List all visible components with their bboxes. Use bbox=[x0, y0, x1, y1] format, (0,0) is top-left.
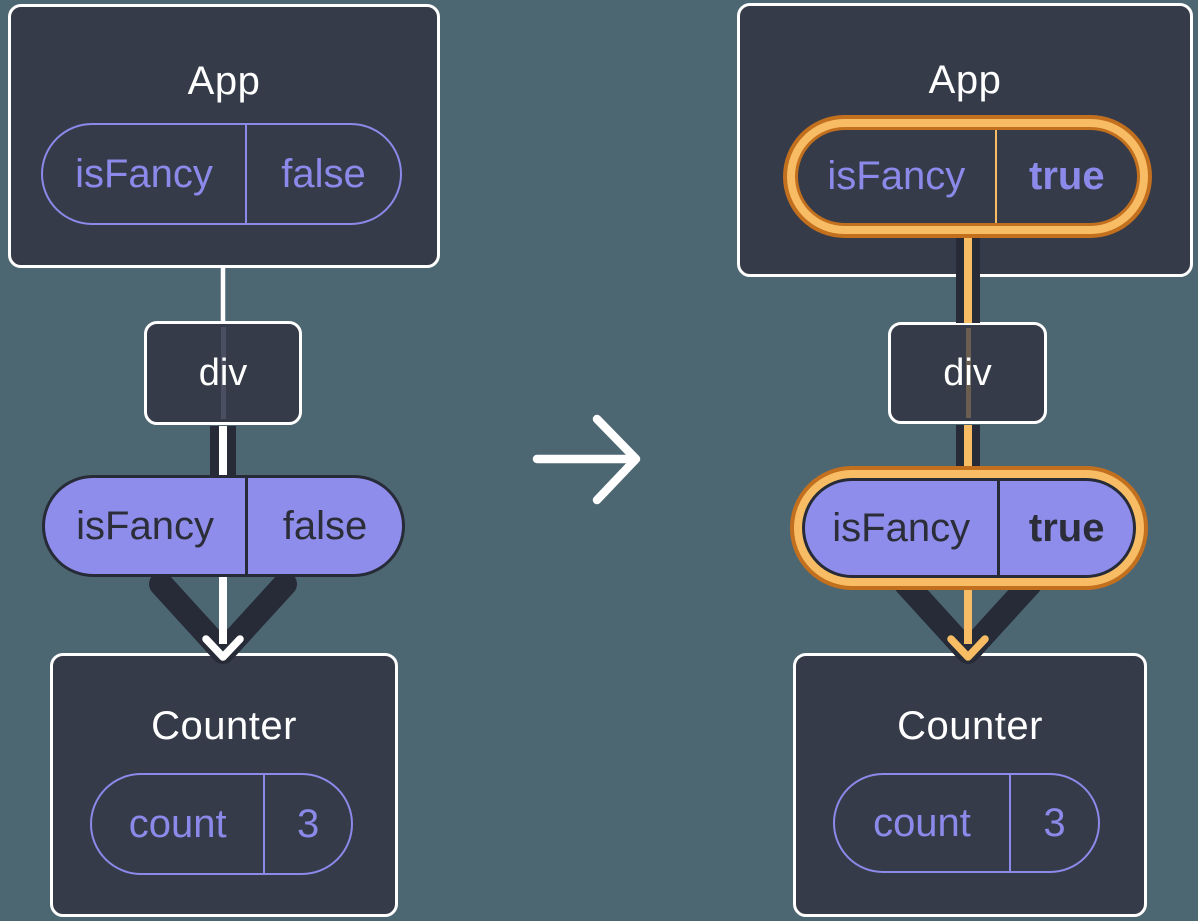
down-arrow-icon bbox=[894, 572, 1042, 664]
state-pill-counter-left: count 3 bbox=[90, 773, 353, 875]
prop-value: false bbox=[245, 478, 402, 574]
prop-pill-app-left: isFancy false bbox=[41, 123, 402, 225]
prop-name: isFancy bbox=[76, 503, 214, 548]
prop-pill-passed-right-highlight-ring: isFancy true bbox=[790, 466, 1148, 590]
prop-name: isFancy bbox=[827, 154, 966, 198]
state-name: count bbox=[128, 801, 227, 846]
sparkle-icon bbox=[1140, 446, 1172, 478]
prop-pill-passed-left: isFancy false bbox=[42, 475, 405, 577]
prop-name: isFancy bbox=[832, 505, 971, 550]
component-title: App bbox=[187, 59, 261, 103]
prop-pill-app-right-highlight-ring: isFancy true bbox=[783, 115, 1152, 238]
div-node-label: div bbox=[943, 351, 992, 394]
div-node-card-right: div bbox=[888, 322, 1047, 424]
div-node-label: div bbox=[198, 351, 248, 394]
edge-through-node-stripe bbox=[221, 327, 226, 419]
sparkle-icon bbox=[1163, 484, 1183, 504]
right-arrow-icon bbox=[532, 414, 641, 505]
component-title: Counter bbox=[151, 704, 297, 748]
state-name: count bbox=[873, 800, 971, 845]
edge-through-node-stripe bbox=[965, 328, 971, 418]
prop-value: true bbox=[994, 130, 1137, 223]
state-pill-counter-right: count 3 bbox=[833, 773, 1100, 873]
state-value: 3 bbox=[263, 775, 351, 873]
prop-pill-app-right: isFancy true bbox=[795, 127, 1140, 226]
state-value: 3 bbox=[1009, 775, 1098, 871]
component-title: Counter bbox=[897, 704, 1043, 748]
div-node-card-left: div bbox=[144, 321, 302, 425]
prop-pill-passed-right: isFancy true bbox=[802, 478, 1136, 578]
prop-value: true bbox=[997, 481, 1133, 575]
prop-value: false bbox=[244, 125, 400, 223]
component-title: App bbox=[928, 58, 1002, 102]
prop-name: isFancy bbox=[75, 151, 213, 196]
down-arrow-icon bbox=[149, 572, 297, 664]
